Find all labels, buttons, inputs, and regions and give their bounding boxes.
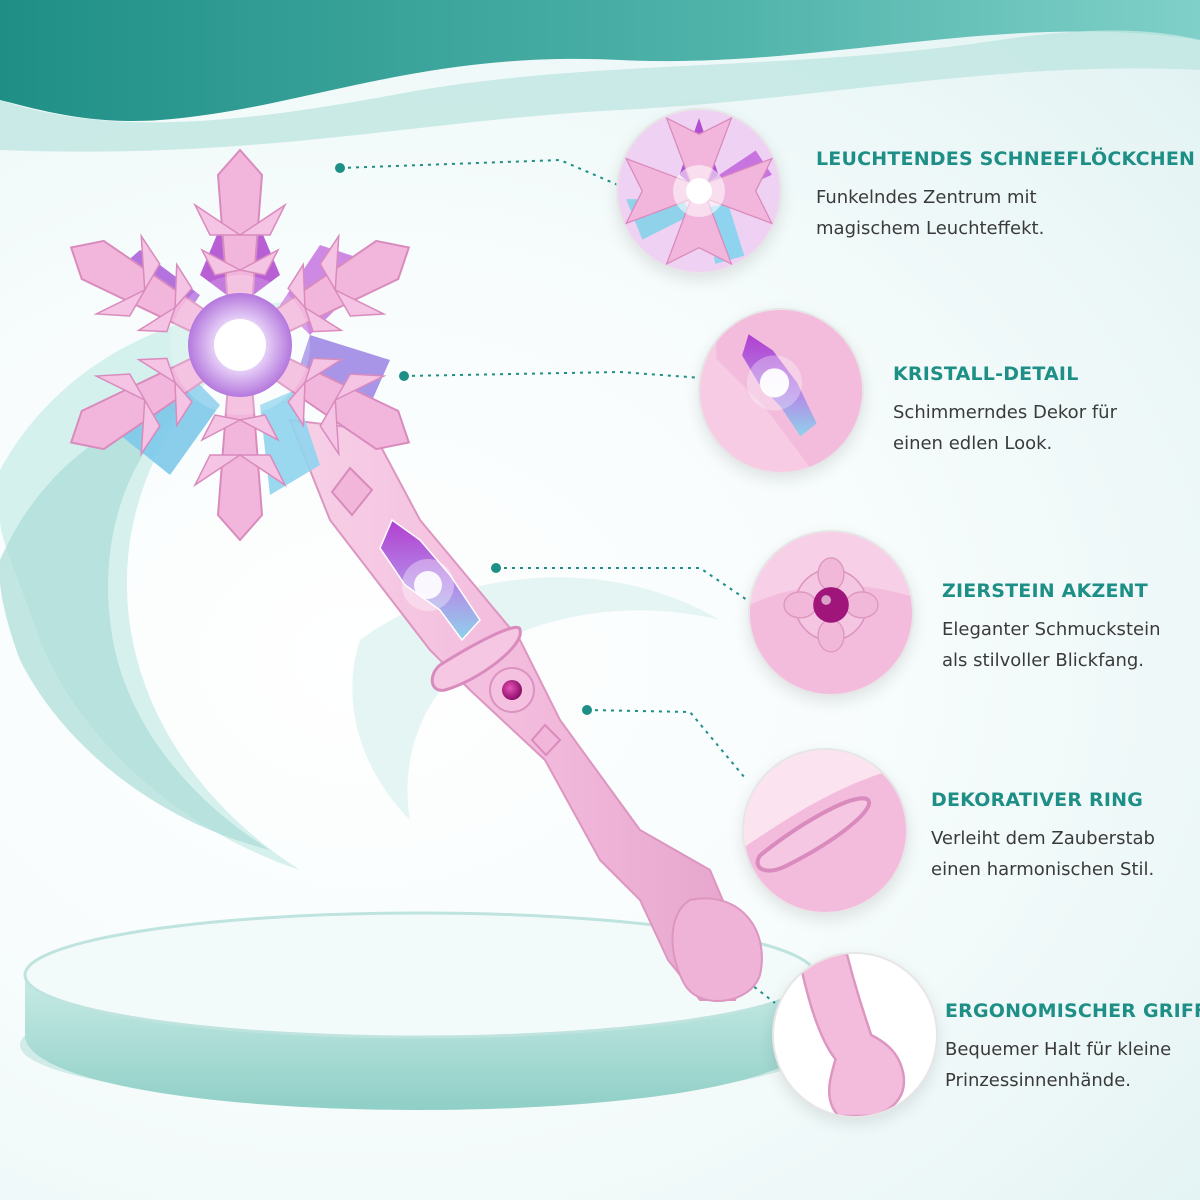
crystal-closeup-icon [698, 308, 864, 474]
feature-line: einen harmonischen Stil. [931, 859, 1155, 880]
ring-closeup-icon [742, 748, 908, 914]
feature-glowing-snowflake: LEUCHTENDES SCHNEEFLÖCKCHEN Funkelndes Z… [816, 148, 1200, 244]
feature-decorative-ring: DEKORATIVER RING Verleiht dem Zauberstab… [931, 789, 1200, 885]
snowflake-closeup-icon [616, 108, 782, 274]
feature-line: Schimmerndes Dekor für [893, 402, 1117, 423]
feature-title: ZIERSTEIN AKZENT [942, 580, 1148, 602]
feature-line: Funkelndes Zentrum mit [816, 187, 1037, 208]
feature-gem-accent: ZIERSTEIN AKZENT Eleganter Schmuckstein … [942, 580, 1200, 676]
feature-title: DEKORATIVER RING [931, 789, 1143, 811]
feature-description: Bequemer Halt für kleine Prinzessinnenhä… [945, 1034, 1200, 1096]
feature-ergonomic-handle: ERGONOMISCHER GRIFF Bequemer Halt für kl… [945, 1000, 1200, 1096]
handle-closeup-icon [772, 952, 938, 1118]
feature-description: Eleganter Schmuckstein als stilvoller Bl… [942, 614, 1200, 676]
feature-line: Prinzessinnenhände. [945, 1070, 1131, 1091]
gem-closeup-icon [748, 530, 914, 696]
feature-line: Eleganter Schmuckstein [942, 619, 1161, 640]
feature-line: einen edlen Look. [893, 433, 1053, 454]
feature-title: KRISTALL-DETAIL [893, 363, 1079, 385]
feature-title: LEUCHTENDES SCHNEEFLÖCKCHEN [816, 148, 1196, 170]
wand-illustration [288, 418, 763, 1002]
snowflake-head [69, 148, 411, 542]
feature-title: ERGONOMISCHER GRIFF [945, 1000, 1200, 1022]
feature-description: Funkelndes Zentrum mit magischem Leuchte… [816, 182, 1116, 244]
feature-line: Verleiht dem Zauberstab [931, 828, 1155, 849]
feature-crystal-detail: KRISTALL-DETAIL Schimmerndes Dekor für e… [893, 363, 1200, 459]
feature-line: Bequemer Halt für kleine [945, 1039, 1172, 1060]
feature-description: Schimmerndes Dekor für einen edlen Look. [893, 397, 1193, 459]
feature-description: Verleiht dem Zauberstab einen harmonisch… [931, 823, 1200, 885]
feature-line: als stilvoller Blickfang. [942, 650, 1145, 671]
feature-line: magischem Leuchteffekt. [816, 218, 1045, 239]
